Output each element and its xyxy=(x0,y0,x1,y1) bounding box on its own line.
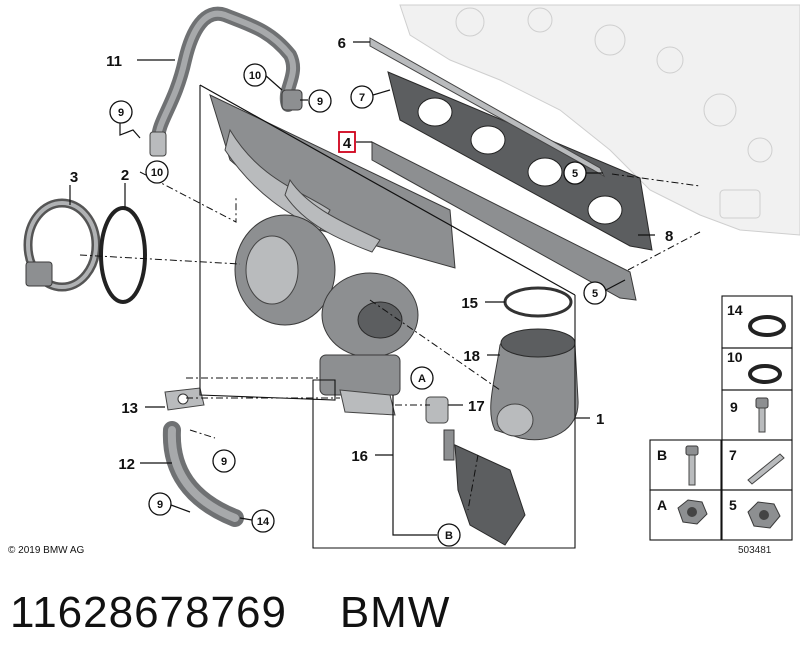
copyright-notice: © 2019 BMW AG xyxy=(8,545,85,556)
callout-2: 2 xyxy=(121,167,129,184)
turbocharger xyxy=(234,214,419,416)
callout-17: 17 xyxy=(468,398,485,415)
svg-text:10: 10 xyxy=(727,349,743,365)
brand-name: BMW xyxy=(339,588,451,637)
callout-9-left: 9 xyxy=(109,100,133,124)
wastegate-actuator xyxy=(425,396,526,546)
svg-text:14: 14 xyxy=(727,302,743,318)
callout-7: 7 xyxy=(350,85,374,109)
svg-text:5: 5 xyxy=(572,168,578,180)
svg-text:14: 14 xyxy=(257,516,270,528)
svg-text:B: B xyxy=(445,530,453,542)
svg-text:9: 9 xyxy=(317,96,323,108)
svg-text:9: 9 xyxy=(118,107,124,119)
callout-18: 18 xyxy=(463,348,480,365)
callout-3: 3 xyxy=(70,169,78,186)
callout-A: A xyxy=(410,366,434,390)
callout-9-bottom: 9 xyxy=(148,492,172,516)
callout-12: 12 xyxy=(118,456,135,473)
svg-text:7: 7 xyxy=(729,447,737,463)
callout-8: 8 xyxy=(665,228,673,245)
fastener-legend: 14 10 9 B 7 A 5 xyxy=(649,295,793,541)
callout-13: 13 xyxy=(121,400,138,417)
callout-11: 11 xyxy=(106,53,122,70)
manifold-gasket xyxy=(387,71,653,251)
v-band-clamp xyxy=(23,198,101,292)
callout-B: B xyxy=(437,523,461,547)
callout-5-bottom: 5 xyxy=(583,281,607,305)
legend-item-10: 10 xyxy=(727,349,782,384)
svg-text:9: 9 xyxy=(221,456,227,468)
svg-text:9: 9 xyxy=(730,399,738,415)
svg-text:A: A xyxy=(418,373,426,385)
legend-item-5: 5 xyxy=(729,497,781,529)
banjo-fitting xyxy=(149,89,303,157)
callout-14: 14 xyxy=(251,509,275,533)
outlet-elbow xyxy=(490,328,579,441)
legend-item-9: 9 xyxy=(730,397,769,433)
callout-4-highlight[interactable]: 4 xyxy=(338,131,356,153)
legend-item-A: A xyxy=(657,497,708,525)
svg-text:5: 5 xyxy=(729,497,737,513)
exhaust-manifold xyxy=(209,94,456,269)
svg-text:9: 9 xyxy=(157,499,163,511)
oil-return-gasket xyxy=(164,387,205,411)
heat-shield-rail xyxy=(371,141,637,301)
part-number: 11628678769 xyxy=(10,588,287,637)
callout-10-top: 10 xyxy=(243,63,267,87)
legend-item-B: B xyxy=(657,445,699,486)
svg-text:10: 10 xyxy=(151,167,163,179)
callout-1: 1 xyxy=(596,411,604,428)
callout-9-mid: 9 xyxy=(212,449,236,473)
legend-item-7: 7 xyxy=(729,447,785,485)
callout-10-left: 10 xyxy=(145,160,169,184)
callout-15: 15 xyxy=(461,295,478,312)
gasket-strip xyxy=(369,37,606,178)
svg-text:A: A xyxy=(657,497,667,513)
svg-text:5: 5 xyxy=(592,288,598,300)
seal-ring-15 xyxy=(503,286,573,318)
cylinder-head-background xyxy=(399,4,800,236)
callout-4: 4 xyxy=(343,135,352,152)
svg-text:B: B xyxy=(657,447,667,463)
diagram-number: 503481 xyxy=(738,545,772,556)
svg-text:10: 10 xyxy=(249,70,261,82)
seal-ring-2 xyxy=(99,206,147,304)
callout-16: 16 xyxy=(351,448,368,465)
legend-item-14: 14 xyxy=(727,302,786,337)
callout-5-top: 5 xyxy=(563,161,587,185)
svg-text:7: 7 xyxy=(359,92,365,104)
callout-6: 6 xyxy=(338,35,346,52)
callout-9-top: 9 xyxy=(308,89,332,113)
part-number-caption: 11628678769 BMW xyxy=(10,588,450,638)
